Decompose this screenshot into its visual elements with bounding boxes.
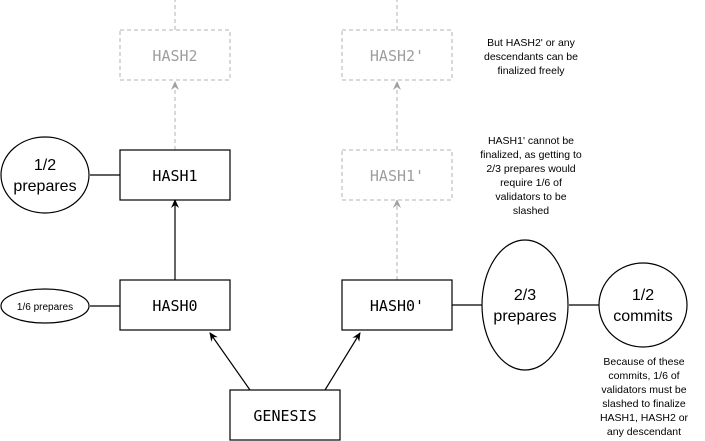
ellipse-half-commits: 1/2 commits: [598, 262, 688, 348]
node-hash1: HASH1: [119, 149, 231, 201]
note-middle-line2: finalized, as getting to: [480, 149, 582, 161]
node-hash2-prime-label: HASH2': [370, 47, 424, 65]
edge-genesis-hash0p: [324, 332, 361, 391]
ellipse-sixth-prepares-label: 1/6 prepares: [17, 302, 73, 313]
node-hash1-prime: HASH1': [341, 149, 453, 201]
note-bottom-line3: validators must be: [601, 384, 686, 396]
note-top-line1: But HASH2' or any: [487, 37, 576, 49]
node-hash0-prime-label: HASH0': [370, 297, 424, 315]
note-bottom-line5: HASH1, HASH2 or: [600, 412, 689, 424]
ellipse-two-thirds-prepares: 2/3 prepares: [481, 239, 569, 371]
note-middle-line3: 2/3 prepares would: [486, 163, 575, 175]
note-middle-line6: slashed: [513, 205, 549, 217]
note-middle-line4: require 1/6 of: [500, 177, 562, 189]
ellipse-half-commits-line1: 1/2: [632, 287, 654, 304]
note-bottom-line1: Because of these: [603, 356, 684, 368]
node-hash2-label: HASH2: [152, 47, 197, 65]
node-genesis: GENESIS: [229, 389, 341, 441]
node-hash2: HASH2: [119, 29, 231, 81]
note-top-line3: finalized freely: [497, 65, 565, 77]
note-bottom-line4: slashed to finalize: [602, 398, 686, 410]
note-hash2-prime-free: But HASH2' or any descendants can be fin…: [484, 37, 578, 77]
note-middle-line1: HASH1' cannot be: [488, 135, 574, 147]
ellipse-sixth-prepares: 1/6 prepares: [0, 288, 90, 324]
ellipse-half-prepares-line2: prepares: [13, 178, 76, 195]
ellipse-two-thirds-line2: prepares: [493, 308, 556, 325]
note-middle-line5: validators to be: [495, 191, 566, 203]
ellipse-half-commits-line2: commits: [613, 308, 673, 325]
node-genesis-label: GENESIS: [253, 407, 316, 425]
ellipse-half-prepares-line1: 1/2: [34, 157, 56, 174]
node-hash2-prime: HASH2': [341, 29, 453, 81]
node-hash1-label: HASH1: [152, 167, 197, 185]
node-hash1-prime-label: HASH1': [370, 167, 424, 185]
note-bottom-line6: any descendant: [607, 426, 681, 438]
note-hash1-prime-cannot-finalize: HASH1' cannot be finalized, as getting t…: [480, 135, 582, 217]
ellipse-two-thirds-line1: 2/3: [514, 287, 536, 304]
edge-genesis-hash0: [209, 332, 251, 391]
ellipse-half-prepares: 1/2 prepares: [0, 136, 90, 214]
node-hash0: HASH0: [119, 279, 231, 331]
node-hash0-label: HASH0: [152, 297, 197, 315]
note-bottom-line2: commits, 1/6 of: [608, 370, 679, 382]
note-commits-slashing: Because of these commits, 1/6 of validat…: [600, 356, 689, 438]
note-top-line2: descendants can be: [484, 51, 578, 63]
node-hash0-prime: HASH0': [341, 279, 453, 331]
